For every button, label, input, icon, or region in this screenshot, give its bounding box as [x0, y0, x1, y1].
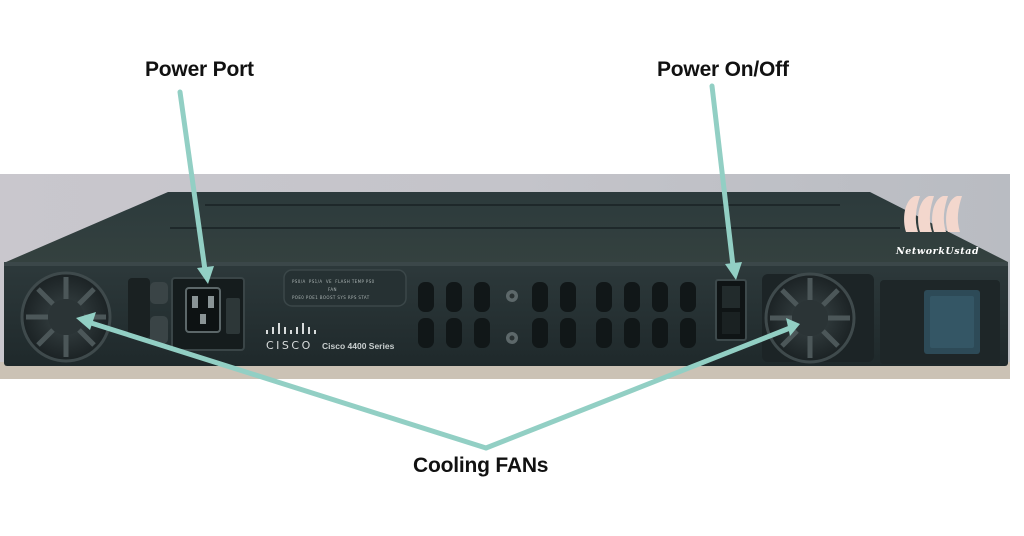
left-cooling-fan — [20, 271, 112, 363]
power-port — [171, 277, 245, 351]
label-power-port: Power Port — [145, 58, 254, 81]
cisco-logo-bars — [266, 323, 316, 334]
arrowhead-power-switch — [725, 262, 742, 280]
watermark-text: NetworkUstad — [896, 246, 980, 257]
arrowhead-fan-left — [76, 312, 96, 330]
networkustad-logo-mark — [904, 196, 962, 232]
led-panel-labels: PS0/A PS1/A VE FLASH TEMP PS0 FAN POE0 P… — [292, 279, 375, 300]
model-name: Cisco 4400 Series — [322, 341, 395, 351]
brand-wordmark: CISCO — [266, 339, 313, 352]
arrow-power-port — [177, 89, 208, 273]
arrow-power-switch — [709, 83, 736, 269]
vent-grille — [418, 282, 696, 348]
arrowhead-fan-right — [786, 318, 800, 336]
callout-arrows — [76, 83, 800, 451]
right-module — [880, 280, 1000, 364]
arrowhead-power-port — [197, 266, 214, 284]
arrow-fan-right — [483, 325, 793, 451]
ground-screws — [506, 290, 518, 344]
led-panel — [283, 269, 407, 307]
arrow-fan-left — [85, 319, 489, 451]
label-cooling-fans: Cooling FANs — [413, 454, 549, 477]
right-cooling-fan — [762, 272, 874, 364]
power-switch — [715, 279, 747, 341]
label-power-switch: Power On/Off — [657, 58, 789, 81]
